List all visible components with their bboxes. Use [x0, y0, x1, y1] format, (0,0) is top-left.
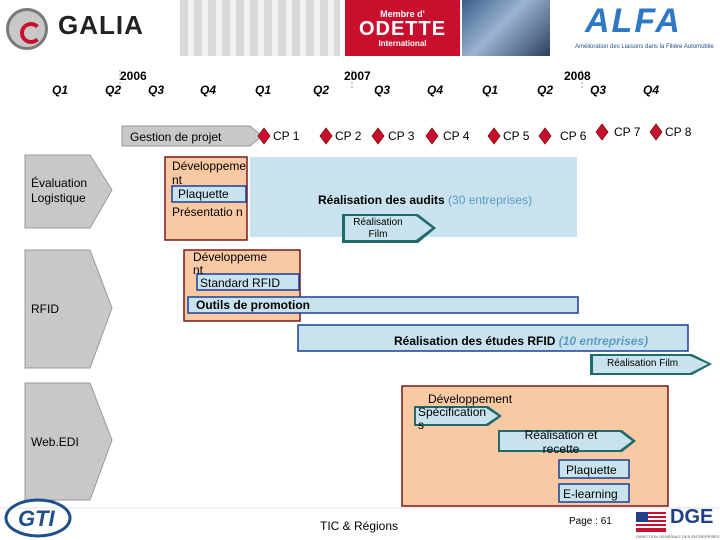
eval-film-arrow-inner: [345, 216, 432, 240]
cp1-diamond: [257, 127, 271, 145]
quarter-label: Q3: [374, 83, 391, 97]
rfid-etudes-box: [297, 324, 689, 352]
quarter-label: Q4: [643, 83, 660, 97]
rfid-film-arrow-inner: [593, 356, 708, 373]
rfid-promotion-box: [187, 296, 579, 314]
eval-film-label: Réalisation Film: [353, 217, 403, 240]
gti-swoosh: [4, 498, 72, 538]
flag-stripe: [636, 522, 666, 524]
galia-mark-icon: [6, 8, 48, 50]
rfid-promotion-label: Outils de promotion: [196, 298, 310, 312]
quarter-label: Q1: [52, 83, 69, 97]
year-2007: 2007: [344, 69, 371, 83]
eval-audits-label: Réalisation des audits (30 entreprises): [318, 193, 532, 207]
cp3-label: CP 3: [388, 129, 415, 143]
cp-diamonds: [257, 123, 663, 145]
cp5-diamond: [487, 127, 501, 145]
quarter-gridlines: [119, 70, 583, 90]
webedi-specs-arrow-inner: [416, 408, 498, 424]
quarter-label: Q4: [427, 83, 444, 97]
quarter-label: Q4: [200, 83, 217, 97]
rfid-etudes-count: (10 entreprises): [558, 334, 649, 348]
cp4-diamond: [425, 127, 439, 145]
row-label-rfid: RFID: [31, 302, 59, 316]
eval-audits-main: Réalisation des audits: [318, 193, 445, 207]
webedi-recette-arrow-inner: [500, 432, 632, 450]
webedi-recette-label: Réalisation et recette: [524, 428, 598, 456]
flag-stripe: [636, 518, 666, 520]
odette-top: Membre d': [380, 9, 425, 19]
galia-logo-text: GALIA: [58, 10, 144, 40]
header-photo: [462, 0, 550, 56]
cp2-diamond: [319, 127, 333, 145]
webedi-elearning-box: [558, 483, 630, 503]
rfid-standard-label: Standard RFID: [200, 276, 281, 290]
rfid-etudes-label: Réalisation des études RFID (10 entrepri…: [394, 334, 648, 348]
quarter-label: Q2: [537, 83, 554, 97]
cp7-label: CP 7: [614, 125, 641, 139]
row-label-webedi: Web.EDI: [31, 435, 79, 449]
odette-bottom: International: [378, 39, 427, 48]
quarter-label: Q1: [482, 83, 499, 97]
eval-audits-count: (30 entreprises): [448, 193, 533, 207]
rfid-film-label: Réalisation Film: [607, 358, 679, 369]
row-label-evaluation: Évaluation Logistique: [31, 176, 88, 205]
year-2006: 2006: [120, 69, 147, 83]
flag-canton: [636, 512, 648, 522]
gti-logo: GTI: [18, 506, 55, 531]
page-number: Page : 61: [569, 516, 612, 527]
quarter-label: Q3: [590, 83, 607, 97]
alfa-logo: ALFA Amélioration des Liaisons dans la F…: [555, 0, 720, 56]
dge-flag-icon: [636, 512, 666, 532]
webedi-dev-label: Développement: [428, 392, 513, 406]
dge-subtitle: DIRECTION GÉNÉRALE DES ENTREPRISES: [636, 534, 720, 539]
odette-logo: Membre d' ODETTE International: [345, 0, 460, 56]
cp4-label: CP 4: [443, 129, 470, 143]
gestion-label: Gestion de projet: [130, 130, 222, 144]
footer-center: TIC & Régions: [320, 519, 399, 533]
galia-logo: GALIA: [0, 0, 150, 60]
cp8-diamond: [649, 123, 663, 141]
row-chevron-rfid: [24, 249, 113, 369]
alfa-tagline: Amélioration des Liaisons dans la Filièr…: [575, 44, 714, 50]
eval-plaquette-label: Plaquette: [178, 187, 229, 201]
quarter-label: Q2: [105, 83, 122, 97]
eval-plaquette-box: [171, 185, 247, 203]
webedi-elearning-label: E-learning: [563, 487, 618, 501]
cp2-label: CP 2: [335, 129, 362, 143]
rfid-dev-label: Développeme nt: [193, 250, 268, 277]
row-chevron-webedi: [24, 382, 113, 501]
webedi-plaquette-label: Plaquette: [566, 463, 617, 477]
rfid-etudes-main: Réalisation des études RFID: [394, 334, 556, 348]
row-chevron-evaluation: [24, 154, 113, 229]
quarter-label: Q2: [313, 83, 330, 97]
flag-stripe: [636, 514, 666, 516]
year-2008: 2008: [564, 69, 591, 83]
webedi-plaquette-box: [558, 459, 630, 479]
odette-name: ODETTE: [358, 18, 447, 40]
rfid-standard-box: [196, 273, 300, 291]
eval-presentation-label: Présentatio n: [172, 205, 243, 219]
cp5-label: CP 5: [503, 129, 530, 143]
flag-stripe: [636, 526, 666, 528]
cp3-diamond: [371, 127, 385, 145]
header-banner: [180, 0, 340, 56]
quarter-label: Q3: [148, 83, 165, 97]
quarter-label: Q1: [255, 83, 272, 97]
gestion-arrow: [121, 125, 263, 147]
alfa-logo-text: ALFA: [585, 2, 682, 40]
cp8-label: CP 8: [665, 125, 692, 139]
cp6-label: CP 6: [560, 129, 587, 143]
cp1-label: CP 1: [273, 129, 300, 143]
webedi-specs-label: Spécification s: [418, 405, 487, 432]
cp6-diamond: [538, 127, 552, 145]
eval-dev-label: Développeme nt: [172, 159, 247, 187]
cp7-diamond: [595, 123, 609, 141]
dge-logo: DGE: [670, 506, 714, 528]
